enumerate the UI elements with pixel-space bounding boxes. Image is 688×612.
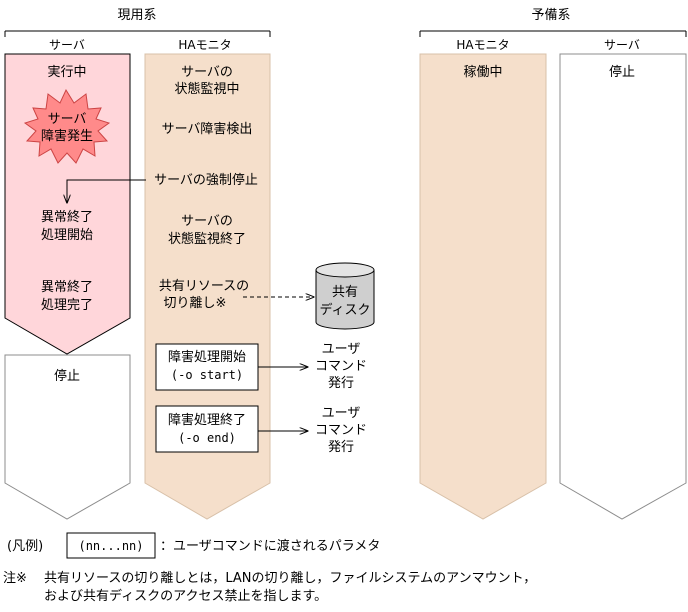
fail-end-box [155,405,259,453]
fail-end-param: (-o end) [178,431,236,445]
fail-start-param: (-o start) [171,368,243,382]
active-ha-column [144,53,271,520]
user-cmd1-line3: 発行 [328,376,354,391]
fail-start-box [155,343,259,391]
abnormal-done-line2: 処理完了 [41,298,93,313]
fail-end-label: 障害処理終了 [168,412,246,428]
note-line2: および共有ディスクのアクセス禁止を指します。 [44,588,327,604]
user-cmd1-line2: コマンド [315,359,367,374]
col-header-standby-server: サーバ [604,38,640,52]
legend-sample-box [66,532,156,559]
abnormal-done-line1: 異常終了 [41,279,93,295]
legend-description: ：ユーザコマンドに渡されるパラメタ [160,538,380,554]
ha-force-stop: サーバの強制停止 [154,172,258,188]
failure-label-line2: 障害発生 [41,128,93,144]
user-cmd2-line1: ユーザ [322,406,361,421]
legend-label: (凡例) [7,539,43,554]
user-cmd2-line2: コマンド [315,423,367,438]
ha-monitor-end-line1: サーバの [181,214,233,229]
active-server-running: 実行中 [47,64,86,80]
fail-start-label: 障害処理開始 [168,349,246,365]
failure-label-line1: サーバ [48,112,87,127]
ha-monitoring-line2: 状態監視中 [174,81,239,97]
disk-label-line2: ディスク [319,302,370,318]
standby-server-column [559,53,687,520]
abnormal-start-line1: 異常終了 [41,209,93,225]
legend-sample-text: (nn...nn) [78,539,143,553]
col-header-standby-ha: HAモニタ [456,38,509,52]
group-title-active: 現用系 [117,8,156,23]
active-server-stopped-phase [4,354,131,520]
abnormal-start-line2: 処理開始 [41,228,93,243]
force-stop-arrow [67,179,146,203]
note-mark: 注※ [3,571,27,586]
user-cmd1-line1: ユーザ [322,342,361,357]
standby-ha-column [419,53,547,520]
ha-monitor-end-line2: 状態監視終了 [168,231,246,247]
user-cmd2-line3: 発行 [328,440,354,455]
note-line1: 共有リソースの切り離しとは，LANの切り離し，ファイルシステムのアンマウント， [44,571,536,586]
active-server-stopped: 停止 [54,368,80,384]
shared-disk-icon [315,262,375,330]
group-title-standby: 予備系 [531,7,570,23]
failure-burst-icon [23,88,111,164]
ha-detach-line2: 切り離し※ [164,296,227,311]
disk-label-line1: 共有 [332,285,358,300]
ha-monitoring-line1: サーバの [181,65,233,80]
ha-detach-line1: 共有リソースの [159,279,249,294]
standby-server-stopped: 停止 [609,64,635,80]
col-header-active-server: サーバ [49,38,85,52]
col-header-active-ha: HAモニタ [178,38,231,52]
standby-ha-operating: 稼働中 [463,65,502,80]
ha-failure-detect: サーバ障害検出 [162,121,253,137]
